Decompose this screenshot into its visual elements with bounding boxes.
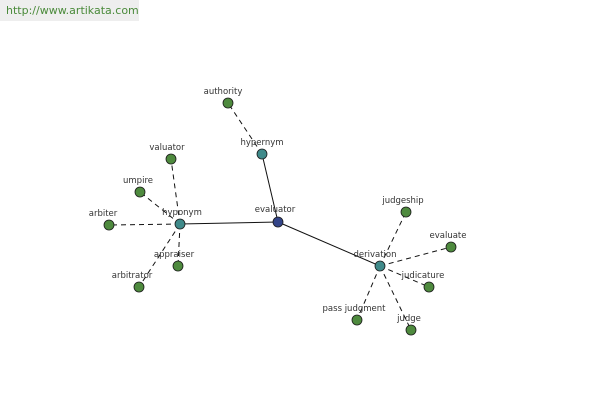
hub-hyponym-label: hyponym xyxy=(162,208,202,218)
url-banner: http://www.artikata.com xyxy=(0,0,139,21)
edge-evaluator-hyponym xyxy=(179,221,279,225)
leaf-valuator-label: valuator xyxy=(149,143,185,153)
leaf-evaluate-node[interactable] xyxy=(445,241,457,253)
edge-hyponym-appraiser xyxy=(177,223,181,267)
leaf-arbiter-node[interactable] xyxy=(103,219,115,231)
edge-derivation-pass-judgment xyxy=(356,265,381,321)
leaf-arbitrator-node[interactable] xyxy=(133,281,145,293)
leaf-judicature-label: judicature xyxy=(401,271,445,281)
hub-hypernym-node[interactable] xyxy=(256,148,268,160)
edge-evaluator-derivation xyxy=(277,221,381,267)
leaf-judge-label: judge xyxy=(396,314,421,324)
leaf-authority-node[interactable] xyxy=(222,97,234,109)
leaf-valuator-node[interactable] xyxy=(165,153,177,165)
leaf-pass-judgment-label: pass judgment xyxy=(323,304,387,314)
leaf-pass-judgment-node[interactable] xyxy=(351,314,363,326)
hub-derivation-node[interactable] xyxy=(374,260,386,272)
hub-hyponym-node[interactable] xyxy=(174,218,186,230)
leaf-appraiser-label: appraiser xyxy=(154,250,195,260)
edge-hypernym-authority xyxy=(227,102,263,155)
leaf-umpire-label: umpire xyxy=(123,176,153,186)
leaf-authority-label: authority xyxy=(204,87,243,97)
leaf-arbitrator-label: arbitrator xyxy=(112,271,153,281)
leaf-judgeship-node[interactable] xyxy=(400,206,412,218)
edge-derivation-evaluate xyxy=(379,246,452,267)
leaf-judgeship-label: judgeship xyxy=(381,196,423,206)
site-url-link[interactable]: http://www.artikata.com xyxy=(6,4,139,17)
hub-hypernym-label: hypernym xyxy=(240,138,283,148)
leaf-appraiser-node[interactable] xyxy=(172,260,184,272)
edge-hyponym-valuator xyxy=(170,158,181,225)
edge-derivation-judgeship xyxy=(379,211,407,267)
center-evaluator-node[interactable] xyxy=(272,216,284,228)
edge-hyponym-arbiter xyxy=(108,223,181,226)
edge-hyponym-arbitrator xyxy=(138,223,181,288)
center-evaluator-label: evaluator xyxy=(255,205,296,215)
edge-derivation-judge xyxy=(379,265,412,331)
leaf-judicature-node[interactable] xyxy=(423,281,435,293)
hub-derivation-label: derivation xyxy=(353,250,396,260)
leaf-judge-node[interactable] xyxy=(405,324,417,336)
leaf-umpire-node[interactable] xyxy=(134,186,146,198)
leaf-arbiter-label: arbiter xyxy=(89,209,118,219)
leaf-evaluate-label: evaluate xyxy=(430,231,467,241)
edge-evaluator-hypernym xyxy=(261,153,279,223)
